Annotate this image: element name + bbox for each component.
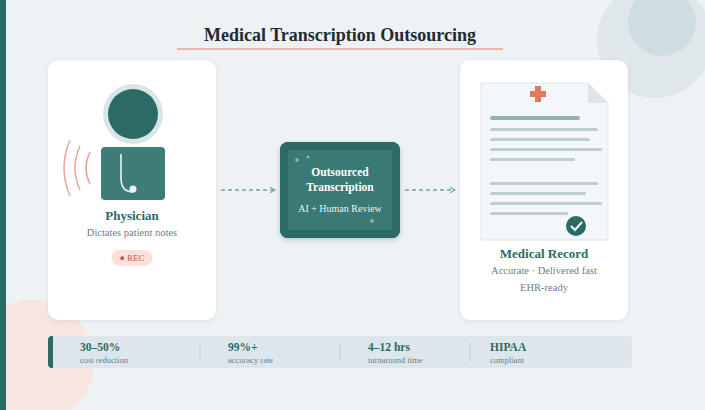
doc-line — [490, 128, 598, 131]
doc-line — [490, 182, 598, 185]
paper — [481, 83, 608, 240]
stat-label: compliant — [490, 355, 524, 365]
node-text: EHR-ready — [468, 280, 620, 296]
process-decor — [295, 156, 374, 223]
stat-value: HIPAA — [490, 341, 526, 354]
medical-cross — [530, 91, 546, 97]
stat-value: 4–12 hrs — [368, 341, 410, 354]
node-text: Dictates patient notes — [56, 225, 208, 241]
source-card: PhysicianDictates patient notes ● REC — [48, 60, 216, 320]
document-icon — [481, 83, 608, 240]
node-text: Accurate · Delivered fast — [468, 263, 620, 279]
process-box: Outsourced Transcription AI + Human Revie… — [280, 142, 400, 238]
stat-label: turnaround time — [368, 355, 423, 365]
check-badge — [566, 216, 586, 236]
stat-label: accuracy rate — [228, 355, 273, 365]
separator — [470, 342, 471, 362]
stat-label: cost reduction — [80, 355, 128, 365]
node-heading: Medical Record — [468, 246, 620, 262]
node-text: AI + Human Review — [298, 202, 382, 215]
flow-arrow — [221, 189, 275, 191]
flow-arrow — [405, 189, 455, 191]
decor-dot — [370, 219, 374, 223]
sound-wave — [75, 146, 80, 190]
stethoscope-head — [130, 186, 137, 193]
decor-dot — [295, 158, 299, 162]
sound-wave — [86, 152, 90, 184]
decor-dot — [307, 156, 310, 159]
stat-value: 30–50% — [80, 341, 120, 354]
doc-line — [490, 116, 580, 120]
diagram-title: Medical Transcription Outsourcing — [0, 24, 680, 46]
node-heading: ● REC — [119, 252, 144, 264]
decor-circle — [628, 0, 696, 56]
output-card: Medical RecordAccurate · Delivered fastE… — [460, 60, 628, 320]
doc-line — [490, 202, 602, 205]
medical-cross — [535, 86, 541, 102]
stethoscope — [121, 154, 133, 192]
sound-wave — [64, 140, 70, 196]
doc-line — [490, 158, 575, 161]
band-separators — [200, 342, 470, 362]
separator — [200, 342, 201, 362]
rec-badge: ● REC — [111, 250, 152, 266]
doc-line — [490, 138, 590, 141]
check-mark — [571, 222, 582, 230]
paper-fold — [588, 83, 608, 103]
doc-line — [490, 212, 568, 215]
side-bar — [0, 0, 6, 410]
separator — [340, 342, 341, 362]
stat-value: 99%+ — [228, 341, 258, 354]
node-heading: Outsourced Transcription — [292, 165, 388, 195]
doc-line — [490, 192, 586, 195]
doc-line — [490, 148, 602, 151]
physician-icon — [64, 84, 165, 200]
node-heading: Physician — [56, 208, 208, 224]
body — [101, 147, 165, 200]
head-ring — [103, 84, 163, 144]
head — [108, 89, 158, 139]
title-underline — [177, 48, 503, 50]
stats-band: 30–50%cost reduction 99%+accuracy rate 4–1… — [48, 336, 632, 368]
